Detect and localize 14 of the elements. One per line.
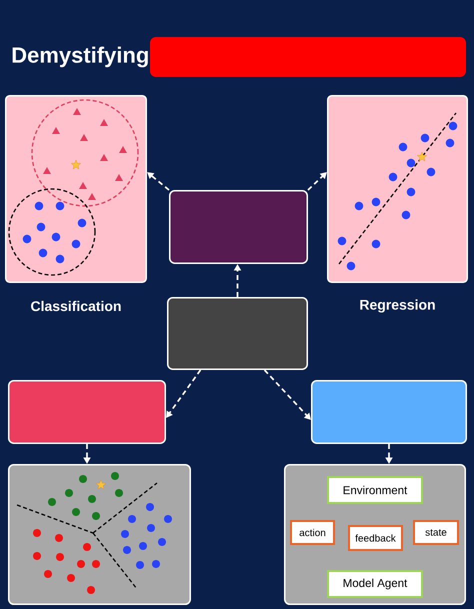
panel-title: Regression: [360, 299, 435, 313]
blank-box: [169, 190, 308, 264]
term-box: Environment: [327, 476, 423, 504]
title: Demystifying: [12, 46, 148, 68]
arrow: [307, 172, 327, 191]
blank-box: [167, 297, 308, 370]
term-box: Model Agent: [327, 570, 423, 598]
term-box: action: [290, 520, 335, 545]
arrow: [264, 369, 311, 420]
term-box: state: [413, 520, 459, 545]
blank-box: [8, 380, 166, 444]
blank-box: [311, 380, 467, 444]
panel-title: Classification: [31, 300, 121, 312]
term-box: feedback: [348, 525, 403, 551]
